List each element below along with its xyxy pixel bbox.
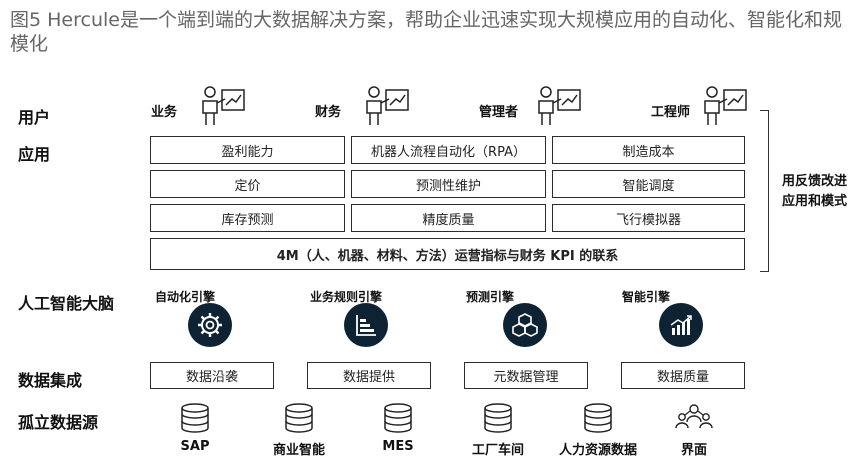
engine-label-intelligence: 智能引擎: [622, 290, 671, 304]
app-box-rpa: 机器人流程自动化（RPA）: [351, 136, 546, 164]
feedback-label: 用反馈改进应用和模式: [782, 174, 848, 209]
database-icon: [484, 403, 512, 433]
integration-box-provision: 数据提供: [307, 362, 431, 389]
database-icon: [584, 403, 612, 433]
user-label-finance: 财务: [315, 105, 342, 120]
engine-label-prediction: 预测引擎: [466, 290, 515, 304]
cubes-icon: [503, 303, 547, 347]
rules-chart-icon: [344, 303, 388, 347]
app-box-4m-kpi-link: 4M（人、机器、材料、方法）运营指标与财务 KPI 的联系: [150, 238, 745, 270]
row-label-isolated-sources: 孤立数据源: [18, 413, 99, 432]
row-label-data-integration: 数据集成: [18, 371, 83, 390]
source-label-interface: 界面: [680, 443, 707, 458]
database-icon: [285, 403, 313, 433]
integration-box-quality: 数据质量: [621, 362, 745, 389]
app-box-smart-scheduling: 智能调度: [552, 170, 745, 198]
presenter-icon: [538, 86, 581, 125]
integration-box-metadata: 元数据管理: [464, 362, 588, 389]
app-box-pricing: 定价: [150, 170, 345, 198]
source-label-factory-floor: 工厂车间: [471, 443, 524, 458]
source-label-mes: MES: [382, 439, 414, 454]
app-box-precision-quality: 精度质量: [351, 204, 546, 232]
user-label-engineer: 工程师: [651, 105, 691, 120]
engine-label-automation: 自动化引擎: [155, 290, 216, 304]
source-label-sap: SAP: [180, 439, 210, 454]
source-label-hr-data: 人力资源数据: [558, 443, 637, 458]
presenter-icon: [366, 86, 409, 125]
presenter-icon: [202, 86, 245, 125]
row-label-users: 用户: [18, 108, 51, 127]
source-label-bi: 商业智能: [272, 443, 325, 458]
database-icon: [181, 403, 209, 433]
user-label-manager: 管理者: [479, 105, 519, 120]
presenter-icon: [704, 86, 747, 125]
user-label-business: 业务: [151, 105, 178, 120]
app-box-flight-simulator: 飞行模拟器: [552, 204, 745, 232]
integration-box-lineage: 数据沿袭: [150, 362, 274, 389]
gear-icon: [188, 303, 232, 347]
row-label-ai-brain: 人工智能大脑: [18, 294, 115, 313]
app-box-predictive-maintenance: 预测性维护: [351, 170, 546, 198]
figure-title: 图5 Hercule是一个端到端的大数据解决方案，帮助企业迅速实现大规模应用的自…: [10, 9, 842, 55]
row-label-applications: 应用: [18, 145, 51, 164]
app-box-manufacturing-cost: 制造成本: [552, 136, 745, 164]
feedback-bracket: [760, 110, 769, 272]
app-box-profitability: 盈利能力: [150, 136, 345, 164]
app-box-inventory-forecast: 库存预测: [150, 204, 345, 232]
growth-chart-icon: [659, 303, 703, 347]
database-icon: [384, 403, 412, 433]
people-network-icon: [675, 404, 713, 429]
engine-label-business-rules: 业务规则引擎: [310, 290, 383, 304]
